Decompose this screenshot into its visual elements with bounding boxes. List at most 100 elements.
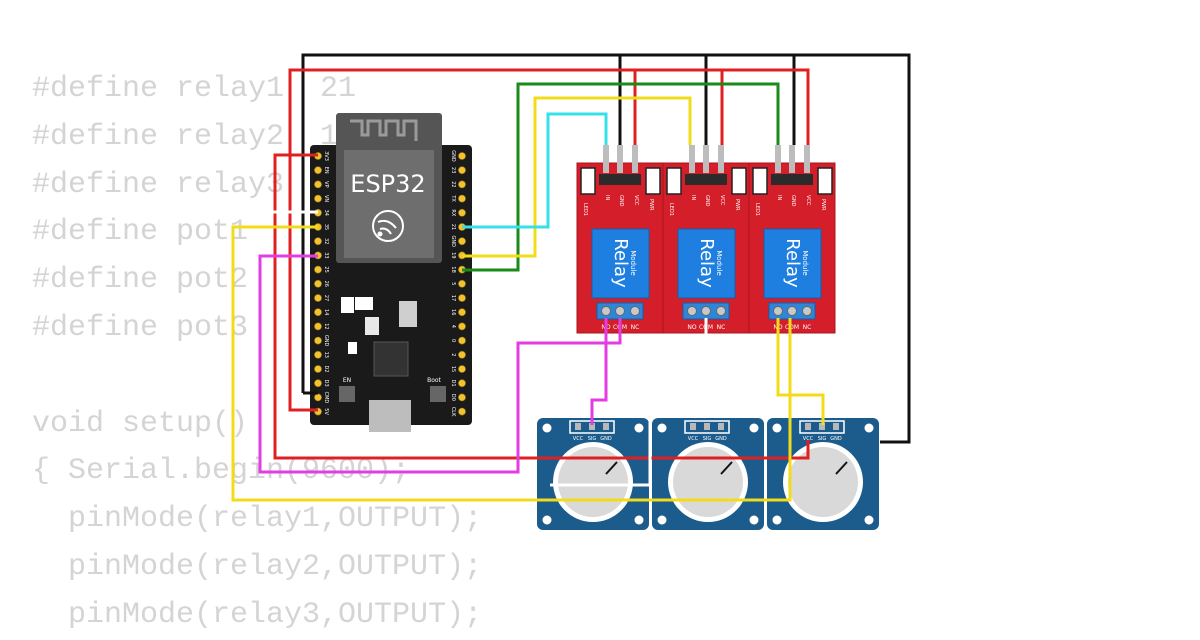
terminal-screw[interactable] xyxy=(687,306,697,316)
relay-pin[interactable] xyxy=(718,145,724,173)
pot-knob[interactable] xyxy=(788,447,858,517)
relay-pin[interactable] xyxy=(789,145,795,173)
terminal-screw[interactable] xyxy=(773,306,783,316)
pot-pin[interactable] xyxy=(718,423,724,430)
relay-title: Relay xyxy=(782,238,803,288)
esp32-pin[interactable] xyxy=(314,265,322,274)
esp32-pin[interactable] xyxy=(458,365,466,373)
pot-pin[interactable] xyxy=(575,423,581,430)
terminal-label: NC xyxy=(631,324,640,331)
pot-pin[interactable] xyxy=(805,423,811,430)
pwr-label: PWR xyxy=(820,199,826,211)
terminal-label: NC xyxy=(803,324,812,331)
relay-pin[interactable] xyxy=(617,145,623,173)
esp32-pin[interactable] xyxy=(458,294,466,302)
esp32-pin-label: 21 xyxy=(450,224,456,230)
esp32-pin[interactable] xyxy=(458,194,466,203)
esp32-pin[interactable] xyxy=(314,336,322,345)
esp32-pin[interactable] xyxy=(314,379,322,388)
pot-pin[interactable] xyxy=(833,423,839,430)
terminal-screw[interactable] xyxy=(701,306,711,316)
esp32-pin[interactable] xyxy=(458,336,466,345)
esp32-pin[interactable] xyxy=(458,208,466,217)
esp32-pin[interactable] xyxy=(314,350,322,359)
knob-indicator xyxy=(720,461,733,475)
relay-body xyxy=(763,228,822,299)
relay-pin[interactable] xyxy=(804,145,810,173)
pot-pin[interactable] xyxy=(704,423,710,430)
esp32-pin[interactable] xyxy=(458,166,466,175)
led-label: LED1 xyxy=(668,203,674,216)
esp32-pin[interactable] xyxy=(458,152,466,160)
esp32-pin[interactable] xyxy=(314,308,322,317)
mount-hole xyxy=(749,515,759,525)
esp32-pin[interactable] xyxy=(314,166,322,175)
esp32-pin[interactable] xyxy=(314,180,322,189)
pot-pin[interactable] xyxy=(690,423,696,430)
esp32-pin[interactable] xyxy=(458,379,466,388)
esp32-pin-label: 23 xyxy=(450,167,456,173)
terminal-label: NC xyxy=(717,324,726,331)
pot-pin-label: GND xyxy=(830,436,842,442)
smd-component xyxy=(355,297,373,310)
led-label: LED1 xyxy=(754,203,760,216)
esp32-board[interactable]: ESP32 EN Boot 3V3ENVPVN34353233252627141… xyxy=(310,113,472,432)
relay-header xyxy=(685,174,727,185)
relay-pin[interactable] xyxy=(703,145,709,173)
wire-magenta-relay1 xyxy=(590,318,608,425)
terminal-screw[interactable] xyxy=(630,306,640,316)
pwr-indicator xyxy=(817,167,833,195)
esp32-pin[interactable] xyxy=(458,308,466,317)
relay-pin[interactable] xyxy=(689,145,695,173)
pot-pin-label: SIG xyxy=(588,436,597,442)
esp32-pin[interactable] xyxy=(314,237,322,246)
esp32-pin[interactable] xyxy=(314,279,322,288)
esp32-pin[interactable] xyxy=(458,322,466,331)
terminal-label: NO xyxy=(687,324,696,331)
relay-body xyxy=(591,228,650,299)
relay-pin[interactable] xyxy=(603,145,609,173)
esp32-pin-label: GND xyxy=(450,150,456,162)
esp32-pin[interactable] xyxy=(458,279,466,288)
pwr-indicator xyxy=(731,167,747,195)
esp32-pin[interactable] xyxy=(314,194,322,203)
pot-pin[interactable] xyxy=(819,423,825,430)
esp32-pin[interactable] xyxy=(314,365,322,373)
pot-pin[interactable] xyxy=(589,423,595,430)
esp32-pin[interactable] xyxy=(458,180,466,189)
esp32-pin-label: 26 xyxy=(323,281,329,287)
terminal-screw[interactable] xyxy=(615,306,625,316)
relay-pin[interactable] xyxy=(775,145,781,173)
terminal-screw[interactable] xyxy=(802,306,812,316)
esp32-pin[interactable] xyxy=(314,393,322,402)
esp32-pin[interactable] xyxy=(458,350,466,359)
esp32-pin[interactable] xyxy=(314,322,322,331)
usb-port[interactable] xyxy=(369,400,411,432)
mount-hole xyxy=(657,515,667,525)
relay-pin[interactable] xyxy=(632,145,638,173)
terminal-screw[interactable] xyxy=(601,306,611,316)
terminal-screw[interactable] xyxy=(716,306,726,316)
relay-pin-label: GND xyxy=(618,195,624,207)
relay-pin-label: VCC xyxy=(719,195,725,206)
esp32-pin-label: 33 xyxy=(323,252,329,258)
boot-button[interactable] xyxy=(430,386,446,402)
wire-green-relay3-in xyxy=(462,82,780,272)
en-button[interactable] xyxy=(339,386,355,402)
terminal-screw[interactable] xyxy=(787,306,797,316)
pot-pin-label: GND xyxy=(715,436,727,442)
esp32-pin-label: 14 xyxy=(323,309,329,315)
pot-pin[interactable] xyxy=(603,423,609,430)
esp32-pin-label: D0 xyxy=(450,394,456,401)
esp32-pin[interactable] xyxy=(314,294,322,302)
esp32-pin[interactable] xyxy=(458,407,466,416)
esp32-pin[interactable] xyxy=(458,237,466,246)
esp32-pin[interactable] xyxy=(458,393,466,402)
wire-red-3v3 xyxy=(273,153,810,460)
